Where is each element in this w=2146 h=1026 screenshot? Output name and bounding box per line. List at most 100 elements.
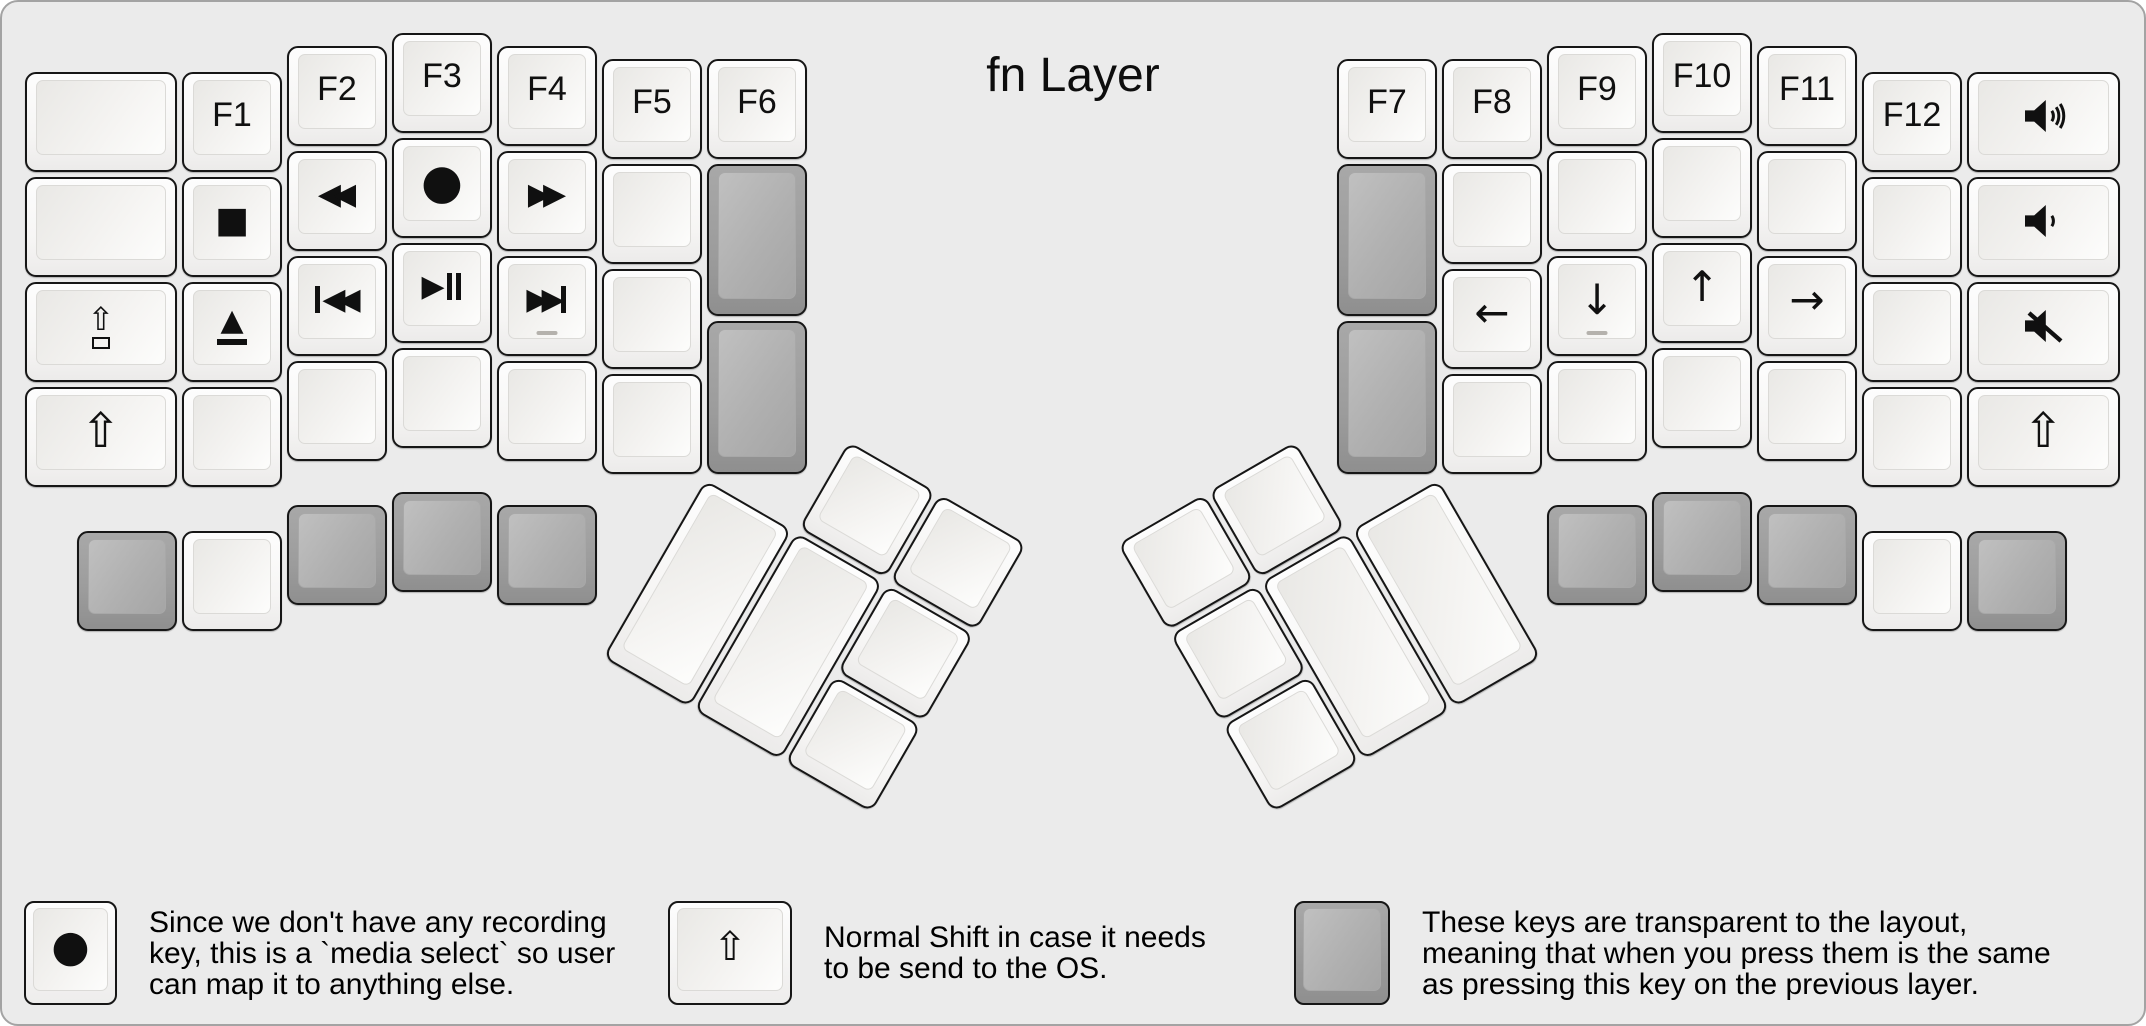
key-blank[interactable] [1442,373,1542,474]
keycap-top [35,394,166,470]
key-shift-left[interactable]: ⇧ [24,386,177,487]
key-blank[interactable] [602,268,702,369]
key-f12[interactable]: F12 [1862,71,1962,172]
key-arrow-down[interactable]: ↓ [1547,255,1647,356]
keycap-top [1348,66,1426,142]
key-blank[interactable] [602,373,702,474]
key-volume-down[interactable] [1967,176,2120,277]
record-icon: ● [421,153,463,210]
key-blank[interactable] [497,360,597,461]
key-arrow-up[interactable]: ↑ [1652,242,1752,343]
key-transparent[interactable] [287,505,387,605]
key-blank[interactable] [1862,281,1962,382]
key-blank[interactable] [1757,360,1857,461]
key-f6[interactable]: F6 [707,58,807,159]
key-eject[interactable]: ▲ [182,281,282,382]
key-f8[interactable]: F8 [1442,58,1542,159]
keycap-top [1663,145,1741,221]
key-volume-up[interactable] [1967,71,2120,172]
keycap-top [298,158,376,234]
key-transparent[interactable] [392,491,492,592]
key-transparent[interactable] [77,531,177,632]
key-rewind[interactable]: ◀◀ [287,150,387,251]
key-f2[interactable]: F2 [287,45,387,146]
key-arrow-right[interactable]: → [1757,255,1857,356]
key-blank[interactable] [1862,176,1962,277]
key-transparent[interactable] [707,163,807,317]
key-blank[interactable] [1652,347,1752,448]
keycap-top [1558,53,1636,129]
key-blank[interactable] [24,71,177,172]
key-label: F9 [1577,70,1617,109]
keycap-top [193,394,271,470]
keycap-top [88,539,166,615]
key-blank[interactable] [1862,531,1962,632]
key-transparent[interactable] [1337,163,1437,317]
key-label: F2 [317,70,357,109]
key-blank[interactable] [392,347,492,448]
key-record[interactable]: ● [392,137,492,238]
keycap-top [1663,250,1741,326]
key-blank[interactable] [287,360,387,461]
key-f3[interactable]: F3 [392,32,492,133]
key-f4[interactable]: F4 [497,45,597,146]
key-transparent[interactable] [1652,491,1752,592]
key-f11[interactable]: F11 [1757,45,1857,146]
key-blank[interactable] [182,531,282,632]
key-f7[interactable]: F7 [1337,58,1437,159]
key-transparent[interactable] [497,505,597,605]
keycap-top [1663,499,1741,575]
keycap-top [613,171,691,247]
keycap-top [403,499,481,575]
key-fast-forward[interactable]: ▶▶ [497,150,597,251]
key-blank[interactable] [602,163,702,264]
key-transparent[interactable] [1967,531,2067,632]
keycap-top [1663,355,1741,431]
keycap-top [1768,53,1846,129]
record-key-sample: ● [24,901,117,1005]
key-f9[interactable]: F9 [1547,45,1647,146]
key-f1[interactable]: F1 [182,71,282,172]
key-label: F11 [1778,70,1836,109]
keycap-top [193,79,271,155]
key-blank[interactable] [1862,386,1962,487]
key-transparent[interactable] [1757,505,1857,605]
prev-track-icon: ◀◀ [313,284,361,315]
key-caps-lock[interactable]: ⇧ [24,281,177,382]
key-label: F5 [632,83,672,122]
key-transparent[interactable] [1337,321,1437,474]
key-label: F10 [1672,57,1732,95]
key-blank[interactable] [1652,137,1752,238]
key-blank[interactable] [182,386,282,487]
layer-title: fn Layer [986,49,1160,102]
keycap-top [508,263,586,339]
key-mute[interactable] [1967,281,2120,382]
key-next-track[interactable]: ▶▶ [497,255,597,356]
keycap-top [298,368,376,444]
key-blank[interactable] [1442,163,1542,264]
key-play-pause[interactable]: ▶ [392,242,492,343]
keycap-top [1453,171,1531,247]
keycap-top [1768,158,1846,234]
shift-icon: ⇧ [713,924,747,970]
key-transparent[interactable] [1547,505,1647,605]
key-shift-right[interactable]: ⇧ [1967,386,2120,487]
keycap-top [193,184,271,260]
key-f5[interactable]: F5 [602,58,702,159]
key-blank[interactable] [24,176,177,277]
keycap-top [508,53,586,129]
key-arrow-left[interactable]: ← [1442,268,1542,369]
key-f10[interactable]: F10 [1652,32,1752,133]
key-blank[interactable] [1547,360,1647,461]
key-stop[interactable]: ■ [182,176,282,277]
footnote-record-text: Since we don't have any recording key, t… [149,905,616,1001]
keycap-top [35,79,166,155]
key-blank[interactable] [1547,150,1647,251]
key-prev-track[interactable]: ◀◀ [287,255,387,356]
keycap-top [193,289,271,365]
key-transparent[interactable] [707,321,807,474]
footnote-shift: ⇧ Normal Shift in case it needs to be se… [668,901,1206,1005]
mute-icon [2025,309,2063,343]
key-blank[interactable] [1757,150,1857,251]
